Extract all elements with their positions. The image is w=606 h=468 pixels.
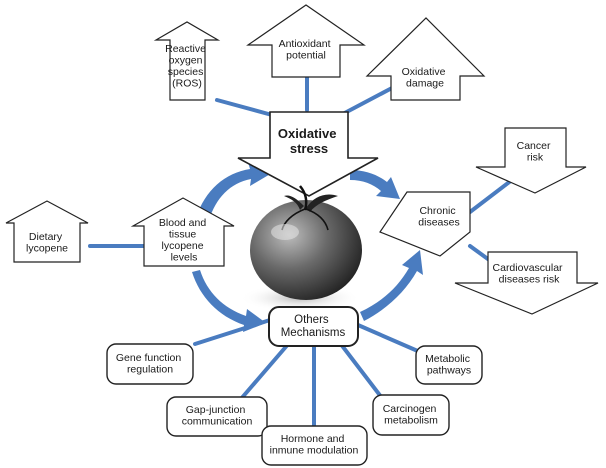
node-cardiovascular	[454, 251, 599, 315]
node-others-mechanisms	[268, 306, 359, 347]
connector-carcinogen	[338, 341, 384, 400]
cycle-arrows	[192, 162, 423, 332]
chronic-diseases-shape	[379, 191, 471, 257]
gene-function-box	[106, 343, 194, 385]
antioxidant-arrow-shape	[246, 4, 366, 78]
node-gap-junction	[166, 396, 268, 437]
node-chronic-diseases	[379, 191, 471, 257]
cycle-arrow-top-right	[350, 170, 400, 199]
dietary-lycopene-label: Dietary lycopene	[26, 231, 68, 255]
dietary-lycopene-arrow-shape	[5, 200, 89, 263]
node-oxidative-damage	[365, 17, 486, 101]
oxidative-damage-arrow-shape	[365, 17, 486, 101]
cycle-arrow-top-left	[196, 162, 272, 220]
chronic-diseases-label: Chronic diseases	[418, 205, 459, 229]
blood-tissue-label: Blood and tissue lycopene levels	[159, 217, 209, 264]
node-gene-function	[106, 343, 194, 385]
node-metabolic	[415, 345, 483, 385]
connector-gap	[238, 340, 292, 402]
carcinogen-label: Carcinogen metabolism	[383, 403, 440, 427]
node-hormone	[261, 425, 368, 466]
carcinogen-box	[372, 394, 450, 436]
connector-cancer	[468, 178, 514, 214]
tomato-highlight	[271, 224, 299, 240]
ros-arrow-shape	[153, 21, 221, 101]
oxidative-stress-arrow-shape	[237, 111, 379, 197]
hormone-box	[261, 425, 368, 466]
gap-junction-label: Gap-junction communication	[182, 404, 253, 428]
tomato-leaf	[284, 195, 304, 210]
antioxidant-label: Antioxidant potential	[279, 38, 334, 62]
metabolic-label: Metabolic pathways	[425, 353, 473, 377]
others-mechanisms-box	[268, 306, 359, 347]
cycle-arrow-bottom-left	[192, 270, 266, 332]
node-ros	[153, 21, 221, 101]
cardiovascular-label: Cardiovascular diseases risk	[493, 262, 566, 286]
cancer-risk-arrow-shape	[475, 127, 587, 194]
node-antioxidant	[246, 4, 366, 78]
tomato-body	[250, 200, 362, 300]
oxidative-stress-label: Oxidative stress	[278, 126, 340, 156]
metabolic-box	[415, 345, 483, 385]
gene-function-label: Gene function regulation	[116, 352, 184, 376]
gap-junction-box	[166, 396, 268, 437]
node-oxidative-stress	[237, 111, 379, 197]
cancer-risk-label: Cancer risk	[517, 140, 554, 164]
node-blood-tissue	[130, 197, 235, 267]
tomato-stem	[299, 185, 308, 211]
connector-lines	[88, 73, 514, 428]
connector-metabolic	[356, 323, 422, 354]
tomato-leaf	[305, 208, 329, 231]
labels: Reactive oxygen species (ROS) Antioxidan…	[26, 38, 566, 457]
cardiovascular-arrow-shape	[454, 251, 599, 315]
cycle-arrow-right	[360, 250, 423, 321]
node-dietary-lycopene	[5, 200, 89, 263]
others-mechanisms-label: Others Mechanisms	[281, 314, 346, 339]
oxidative-damage-label: Oxidative damage	[402, 66, 449, 90]
node-carcinogen	[372, 394, 450, 436]
ros-label: Reactive oxygen species (ROS)	[165, 43, 209, 90]
node-cancer-risk	[475, 127, 587, 194]
tomato-leaf	[306, 194, 338, 212]
tomato-image	[240, 185, 362, 312]
blood-tissue-arrow-shape	[130, 197, 235, 267]
hormone-label: Hormone and inmune modulation	[270, 433, 359, 457]
